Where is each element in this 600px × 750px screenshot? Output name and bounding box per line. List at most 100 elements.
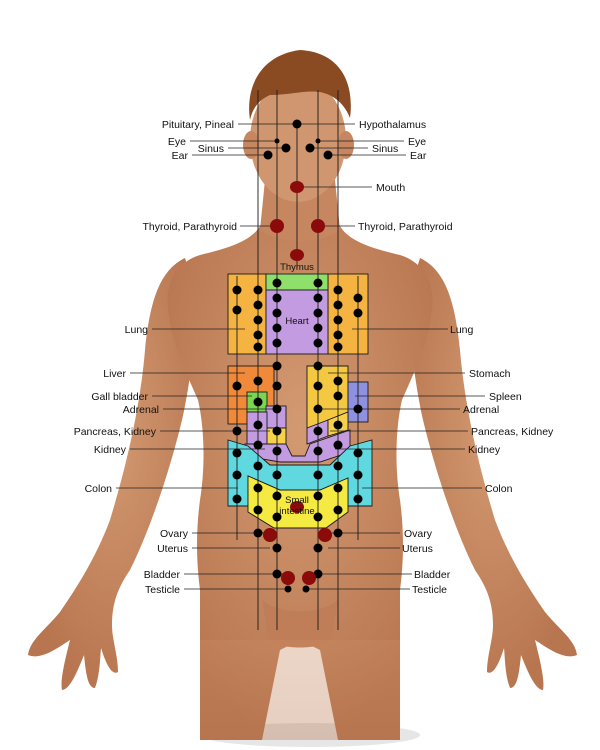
label-eye-left: Eye [408, 136, 426, 148]
hair [249, 50, 351, 120]
label-thyroid-right: Thyroid, Parathyroid [142, 221, 237, 233]
acupoint [353, 494, 363, 504]
acupoint [272, 543, 282, 553]
acupoint [313, 361, 323, 371]
label-colon-right: Colon [85, 483, 113, 495]
right-arm [28, 258, 198, 690]
label-bladder-left: Bladder [414, 569, 451, 581]
label-ear-left: Ear [410, 150, 427, 162]
acupoint [272, 381, 282, 391]
acupoint [232, 470, 242, 480]
acupoint [253, 342, 263, 352]
thyroid-point-right-side [270, 219, 284, 233]
acupoint [272, 470, 282, 480]
label-small-intestine-2: intestine [279, 506, 314, 517]
right-ear [243, 131, 259, 159]
kidney-bridge-region [244, 429, 351, 463]
acupoint [272, 426, 282, 436]
acupoint [313, 293, 323, 303]
acupoint [274, 138, 280, 144]
acupoint [313, 338, 323, 348]
mouth-point [290, 181, 304, 193]
label-ovary-right: Ovary [160, 528, 189, 540]
acupoint [333, 483, 343, 493]
acupoint [353, 308, 363, 318]
label-liver: Liver [103, 368, 126, 380]
label-hypothalamus: Hypothalamus [359, 119, 426, 131]
acupoint [232, 305, 242, 315]
small-intestine-point [290, 501, 304, 513]
red-points [263, 181, 332, 585]
acupoint [353, 293, 363, 303]
label-lung-right: Lung [125, 324, 149, 336]
acupoint [313, 543, 323, 553]
acupoint [253, 461, 263, 471]
label-adrenal-right: Adrenal [123, 404, 159, 416]
acupoint [333, 420, 343, 430]
label-mouth: Mouth [376, 182, 405, 194]
label-spleen: Spleen [489, 391, 522, 403]
label-adrenal-left: Adrenal [463, 404, 499, 416]
ovary-point-right-side [263, 528, 277, 542]
label-pituitary-pineal: Pituitary, Pineal [162, 119, 234, 131]
label-stomach: Stomach [469, 368, 511, 380]
label-pancreas-kidney-left: Pancreas, Kidney [471, 426, 554, 438]
label-ear-right: Ear [172, 150, 189, 162]
label-lung-left: Lung [450, 324, 474, 336]
acupoint [353, 448, 363, 458]
label-eye-right: Eye [168, 136, 186, 148]
acupoint [302, 585, 310, 593]
acupoint [333, 528, 343, 538]
acupoint [313, 381, 323, 391]
acupoint [313, 404, 323, 414]
acupoint [333, 391, 343, 401]
acupoint [253, 505, 263, 515]
acupoint [313, 512, 323, 522]
acupoint [272, 323, 282, 333]
acupoint [272, 569, 282, 579]
label-colon-left: Colon [485, 483, 513, 495]
acupoint [313, 491, 323, 501]
bladder-point-right-side [281, 571, 295, 585]
acupoint [333, 330, 343, 340]
acupoint [253, 440, 263, 450]
acupoint [263, 150, 273, 160]
acupoint [313, 308, 323, 318]
label-sinus-left: Sinus [372, 143, 398, 155]
label-thyroid-left: Thyroid, Parathyroid [358, 221, 453, 233]
acupoint [253, 315, 263, 325]
acupoint [353, 470, 363, 480]
ovary-point-left-side [318, 528, 332, 542]
label-sinus-right: Sinus [198, 143, 224, 155]
acupoint [272, 512, 282, 522]
thyroid-point-left-side [311, 219, 325, 233]
acupoint [333, 315, 343, 325]
left-arm [407, 258, 577, 690]
acupoint [272, 361, 282, 371]
acupoint [272, 404, 282, 414]
acupoint [305, 143, 315, 153]
label-testicle-left: Testicle [412, 584, 447, 596]
label-bladder-right: Bladder [144, 569, 181, 581]
acupoint [272, 278, 282, 288]
lung-region-right-side [227, 273, 267, 355]
label-pancreas-kidney-right: Pancreas, Kidney [74, 426, 157, 438]
acupoint [253, 330, 263, 340]
acupoint [333, 440, 343, 450]
acupoint [315, 138, 321, 144]
acupoint [333, 376, 343, 386]
acupoint [313, 278, 323, 288]
leader-lines [116, 123, 485, 590]
acupoint [253, 300, 263, 310]
acupoint [232, 285, 242, 295]
label-small-intestine-1: Small [285, 495, 309, 506]
acupoint [313, 446, 323, 456]
acupoint [272, 491, 282, 501]
left-ear [338, 131, 354, 159]
acupoint [253, 483, 263, 493]
acupoint [284, 585, 292, 593]
acupoint [253, 397, 263, 407]
acupoint [333, 285, 343, 295]
label-testicle-right: Testicle [145, 584, 180, 596]
